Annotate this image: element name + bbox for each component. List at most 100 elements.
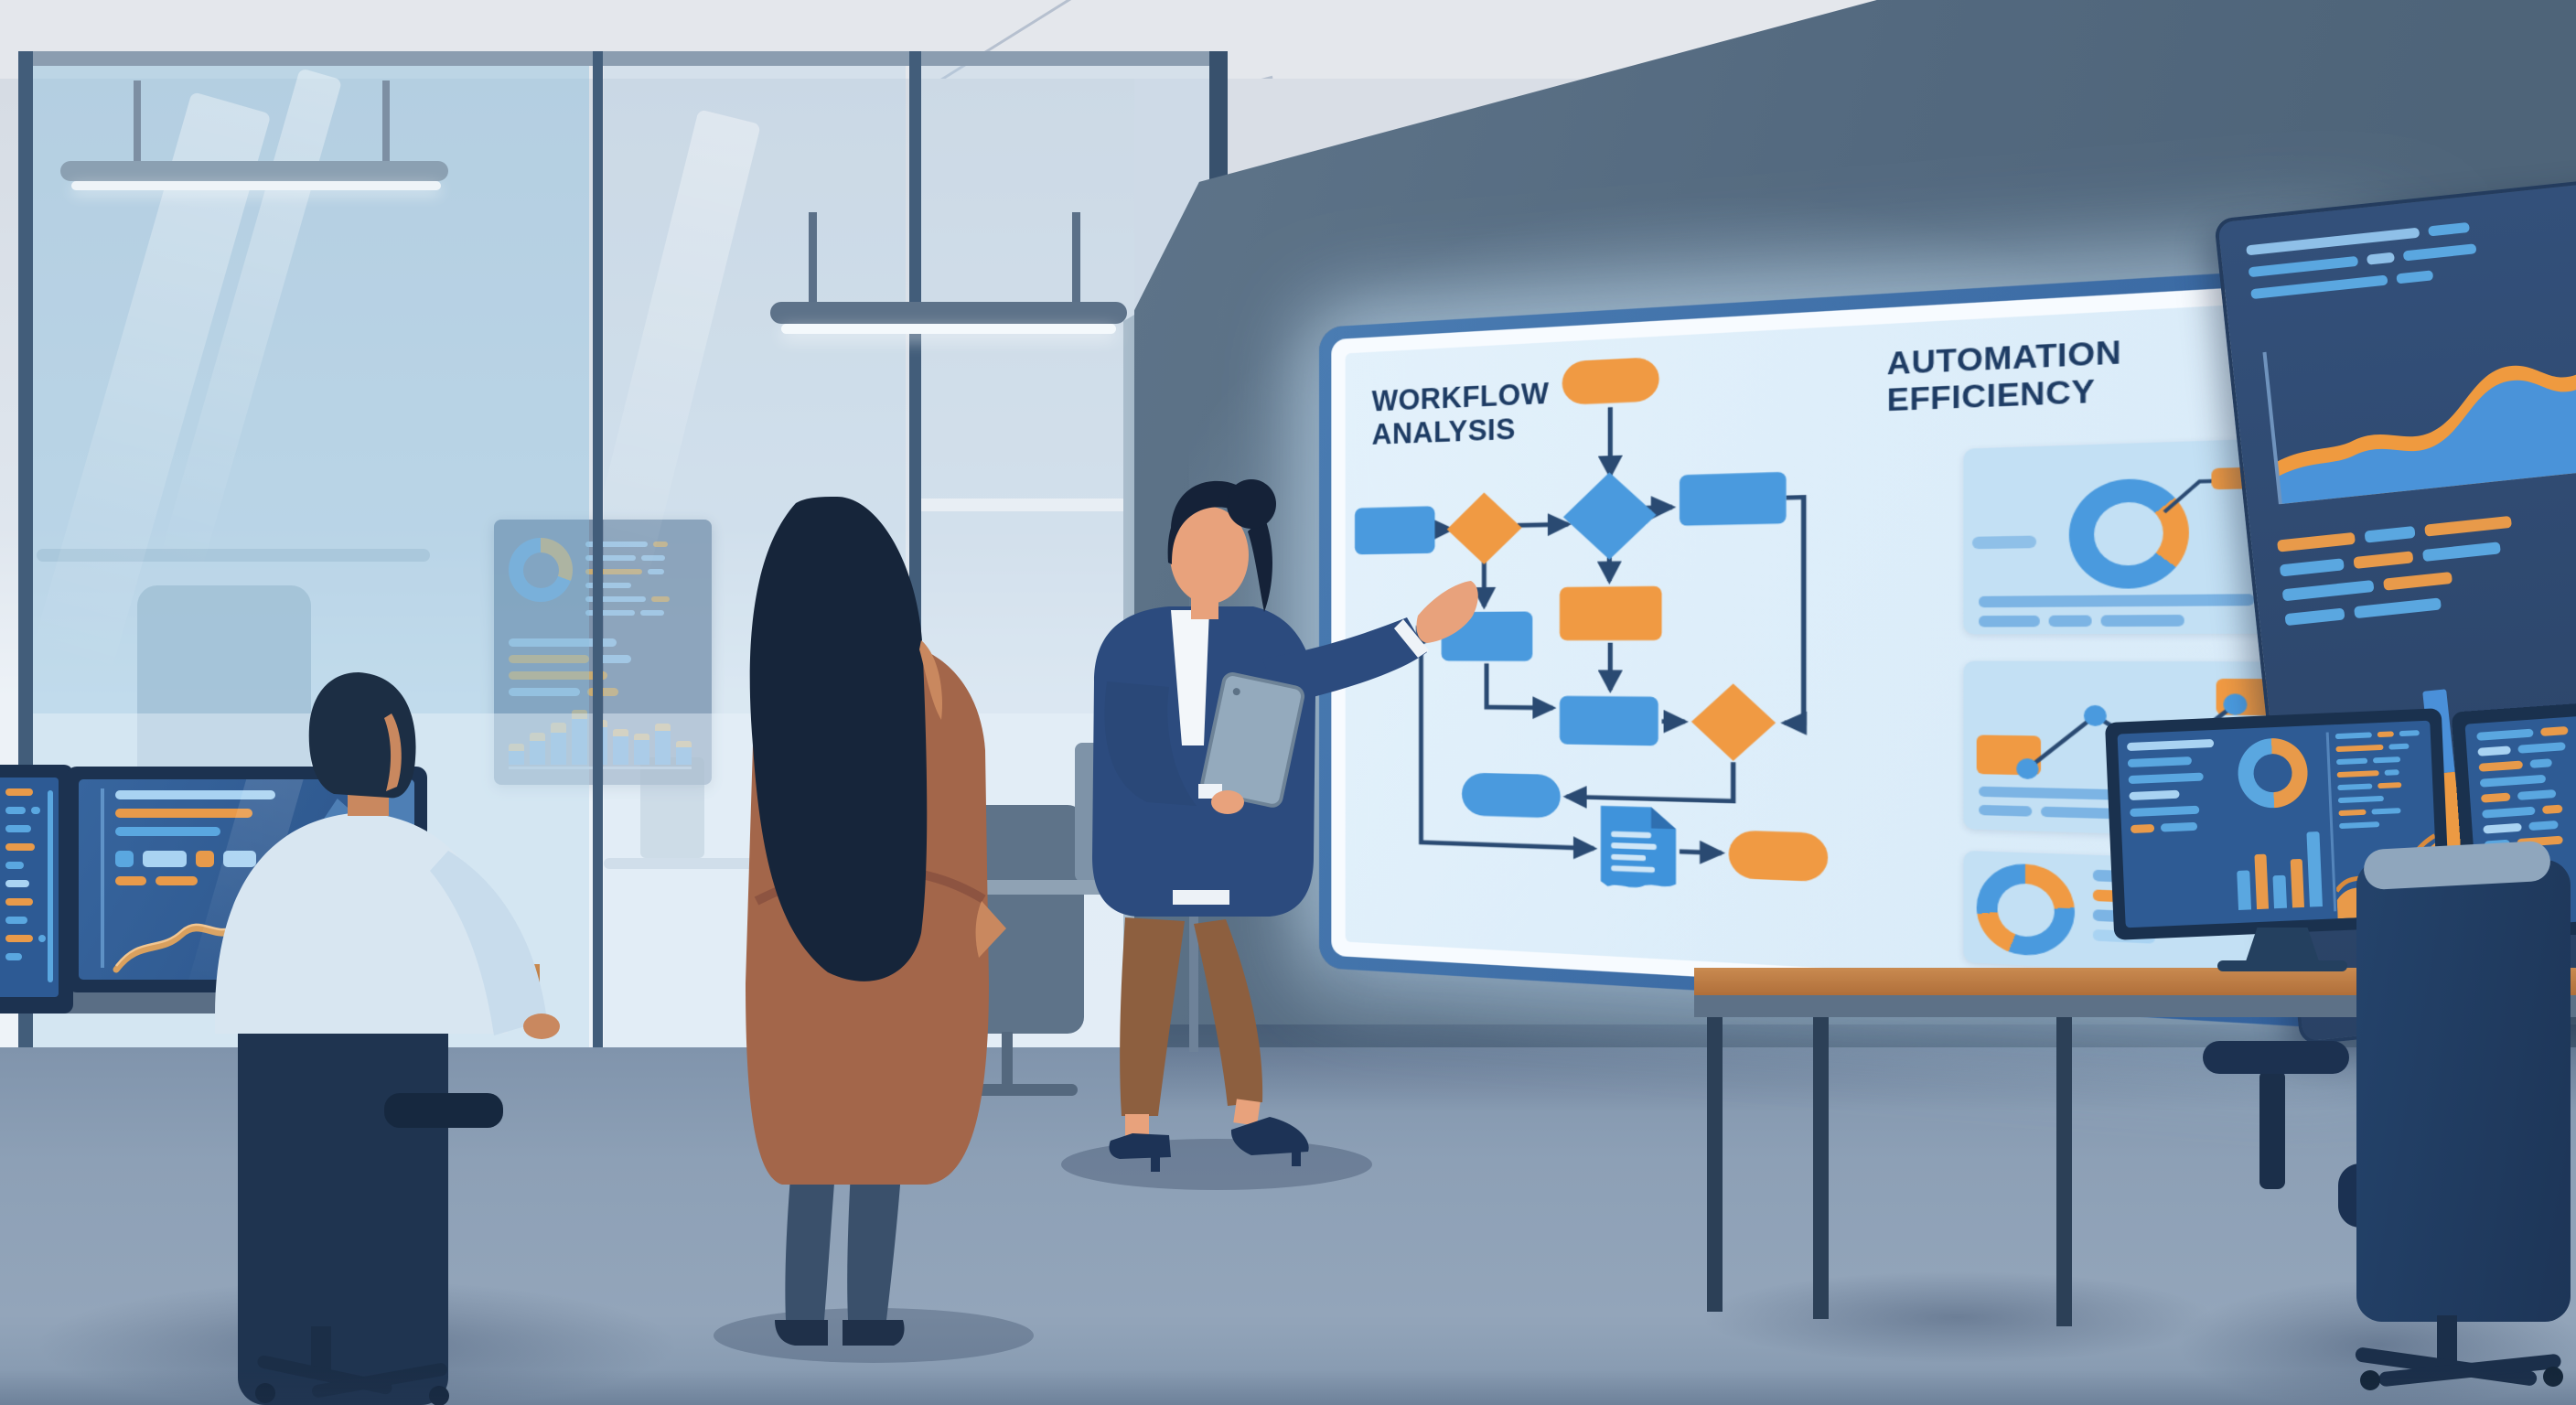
floor-vignette bbox=[0, 1370, 2576, 1405]
text-pill bbox=[2126, 738, 2215, 752]
person-seated-man bbox=[215, 672, 560, 1405]
text-pill bbox=[2284, 607, 2345, 627]
text-pill bbox=[2377, 782, 2402, 789]
presenter-hair-side bbox=[1248, 517, 1272, 612]
screen-divider bbox=[101, 788, 104, 968]
text-pill bbox=[2335, 744, 2384, 753]
person-standing-woman bbox=[714, 497, 1034, 1363]
text-pill bbox=[2402, 243, 2477, 262]
woman-elbow-skin bbox=[975, 901, 1006, 958]
chair-armrest-support bbox=[2259, 1070, 2285, 1189]
text-pill bbox=[2248, 255, 2359, 278]
text-row bbox=[2339, 820, 2423, 830]
text-pill bbox=[509, 688, 580, 696]
desk-leg bbox=[2056, 1017, 2072, 1326]
text-pill bbox=[5, 862, 24, 869]
text-pill bbox=[115, 876, 146, 885]
bar bbox=[2306, 819, 2323, 907]
chair-caster bbox=[429, 1386, 449, 1405]
text-pill bbox=[509, 671, 607, 680]
flow-node-end bbox=[1728, 830, 1829, 883]
text-row bbox=[2338, 807, 2422, 817]
text-pill bbox=[2371, 808, 2401, 815]
card-text-rows bbox=[1979, 594, 2255, 627]
donut-hole bbox=[1996, 882, 2055, 938]
bar bbox=[655, 702, 671, 765]
text-pill bbox=[585, 542, 648, 547]
text-row bbox=[585, 610, 670, 616]
text-pill bbox=[653, 542, 668, 547]
man-hand bbox=[523, 1014, 560, 1039]
chair-leg bbox=[312, 1363, 447, 1398]
text-pill bbox=[2130, 805, 2200, 818]
text-row bbox=[2480, 788, 2572, 803]
text-pill bbox=[31, 807, 40, 814]
text-row bbox=[5, 788, 46, 796]
text-pill bbox=[2384, 769, 2399, 776]
text-pill bbox=[1979, 594, 2255, 608]
presenter-leg bbox=[1194, 919, 1263, 1106]
bar bbox=[550, 702, 566, 765]
flow-node-step-4 bbox=[1559, 585, 1662, 641]
text-pill bbox=[648, 569, 664, 574]
text-row bbox=[2127, 756, 2215, 768]
floor-shadow bbox=[1061, 1139, 1372, 1190]
presenter-shirt bbox=[1171, 610, 1209, 745]
text-pill bbox=[5, 898, 33, 906]
donut-chart bbox=[1976, 862, 2075, 958]
text-pill bbox=[156, 876, 198, 885]
text-pill bbox=[2250, 274, 2388, 300]
man-hair bbox=[308, 672, 416, 799]
text-pill bbox=[2424, 515, 2512, 537]
presenter-cuff bbox=[1394, 619, 1429, 658]
text-pill bbox=[115, 827, 220, 836]
woman-leg bbox=[785, 1166, 835, 1320]
text-pill bbox=[2477, 745, 2511, 756]
bar bbox=[509, 702, 524, 765]
text-row bbox=[2336, 768, 2421, 778]
text-row bbox=[2128, 772, 2216, 785]
flow-node-step-5 bbox=[1559, 695, 1658, 746]
text-row bbox=[2482, 804, 2573, 819]
flow-node-decision-2 bbox=[1562, 472, 1657, 560]
text-row bbox=[5, 807, 46, 814]
text-pill bbox=[5, 953, 22, 960]
glass-poster bbox=[494, 520, 712, 785]
text-pill bbox=[5, 917, 27, 924]
text-row bbox=[115, 876, 198, 885]
pendant-light-bar bbox=[60, 161, 448, 181]
text-pill bbox=[2130, 823, 2155, 834]
screen-divider bbox=[2325, 732, 2337, 912]
text-row bbox=[585, 596, 670, 602]
text-pill bbox=[5, 935, 33, 942]
text-pill bbox=[2476, 728, 2534, 741]
text-row bbox=[2130, 805, 2216, 818]
bg-table-edge bbox=[37, 549, 430, 562]
text-row bbox=[2478, 757, 2571, 772]
text-pill bbox=[509, 638, 617, 647]
text-pill bbox=[2337, 795, 2385, 804]
text-pill bbox=[2127, 756, 2193, 768]
screen-blocks-row bbox=[115, 851, 256, 867]
text-pill bbox=[5, 825, 31, 832]
text-pill bbox=[196, 851, 214, 867]
pendant-light-stem bbox=[382, 80, 390, 165]
screen-donut-chart bbox=[2236, 736, 2310, 810]
text-pill bbox=[2517, 789, 2557, 800]
text-pill bbox=[2337, 783, 2373, 791]
dashboard-text-rows bbox=[2277, 515, 2519, 627]
text-pill bbox=[1979, 804, 2033, 817]
presenter-arm-holding bbox=[1104, 681, 1197, 806]
text-row bbox=[2130, 821, 2217, 834]
man-face-side bbox=[384, 713, 402, 791]
text-pill bbox=[640, 610, 664, 616]
text-row bbox=[5, 843, 46, 851]
presenter-leg bbox=[1120, 917, 1185, 1116]
chair-caster bbox=[2360, 1370, 2380, 1390]
text-pill bbox=[585, 569, 642, 574]
text-pill bbox=[587, 688, 618, 696]
text-row bbox=[509, 638, 631, 647]
glass-mullion bbox=[593, 51, 603, 1068]
presenter-hand bbox=[1416, 581, 1478, 643]
presenter-face bbox=[1170, 507, 1249, 604]
